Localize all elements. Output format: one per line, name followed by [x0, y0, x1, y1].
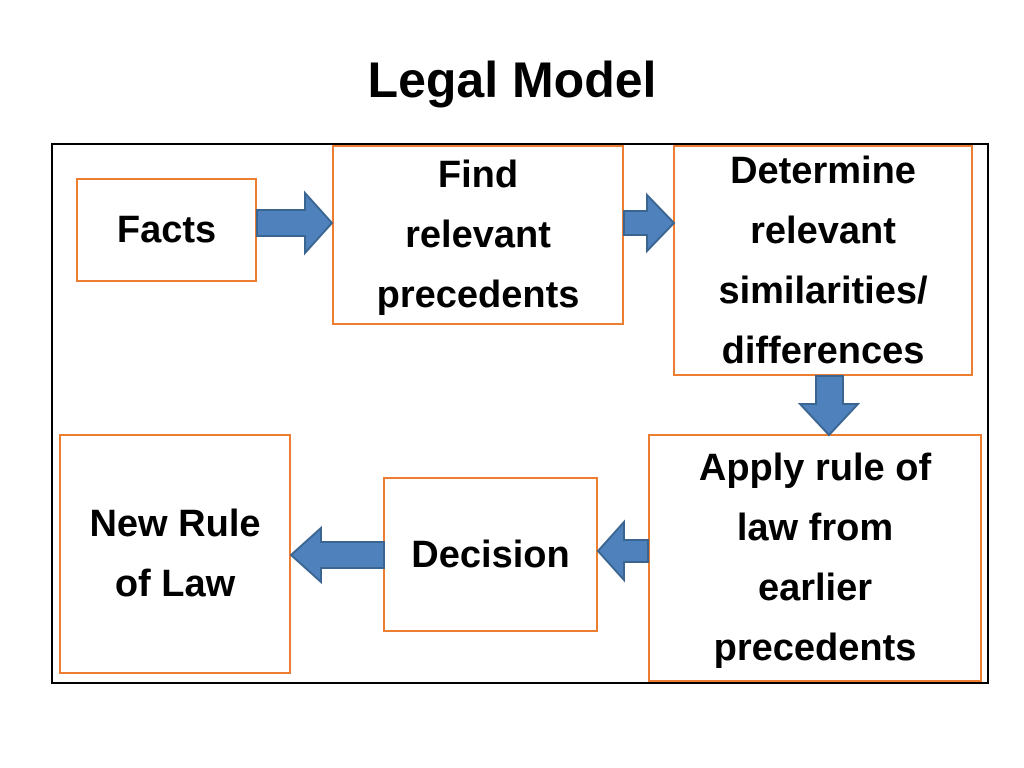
node-find-relevant-precedents: Find relevant precedents: [332, 145, 624, 325]
node-determine-similarities: Determine relevant similarities/ differe…: [673, 145, 973, 376]
diagram-frame: [51, 143, 989, 684]
node-new-rule-of-law: New Rule of Law: [59, 434, 291, 674]
node-decision: Decision: [383, 477, 598, 632]
node-facts: Facts: [76, 178, 257, 282]
node-apply-rule-of-law: Apply rule of law from earlier precedent…: [648, 434, 982, 682]
page-title: Legal Model: [367, 52, 657, 108]
